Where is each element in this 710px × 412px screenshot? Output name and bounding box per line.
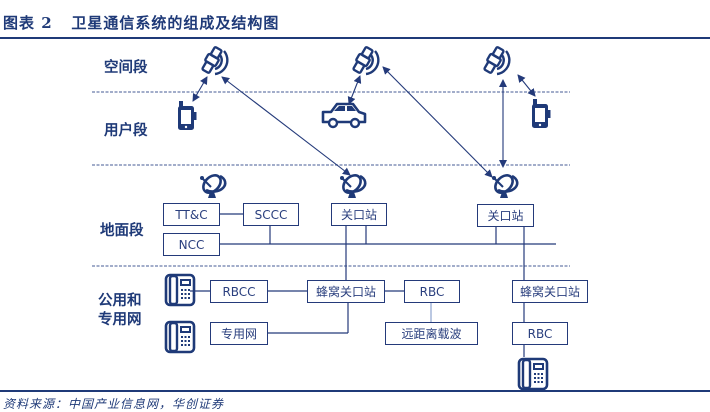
figure-title: 图表 2 卫星通信系统的组成及结构图: [3, 14, 280, 32]
handheld-terminal-icon: [178, 101, 197, 130]
link-satellite-gateway-2: [382, 66, 493, 178]
satellite-dish-icon: [490, 170, 519, 200]
segment-label-line: 公用和: [98, 293, 142, 309]
node-cellular-gateway-2: 蜂窝关口站: [512, 280, 588, 303]
figure-source: 资料来源：中国产业信息网，华创证券: [3, 397, 225, 411]
node-gateway-2: 关口站: [477, 204, 534, 227]
segment-label-space: 空间段: [104, 60, 148, 76]
link-car-satellite: [347, 75, 362, 105]
node-private-network: 专用网: [210, 322, 268, 345]
link-handset-satellite: [192, 76, 208, 102]
node-rbcc: RBCC: [210, 280, 268, 303]
segment-label-user: 用户段: [104, 123, 148, 139]
link-satellite-handset: [517, 74, 536, 97]
node-ncc: NCC: [163, 233, 220, 256]
node-rbc-1: RBC: [404, 280, 460, 303]
segment-label-line: 专用网: [98, 312, 142, 328]
segment-label-public-private-network: 公用和 专用网: [98, 292, 142, 330]
satellite-icon: [481, 44, 511, 76]
satellite-icon: [350, 44, 380, 76]
telephone-icon: [517, 357, 549, 391]
node-ttc: TT&C: [163, 203, 220, 226]
telephone-icon: [164, 273, 196, 307]
telephone-icon: [164, 320, 196, 354]
node-sccc: SCCC: [243, 203, 299, 226]
segment-label-ground: 地面段: [100, 223, 144, 239]
satellite-dish-icon: [338, 170, 367, 200]
node-gateway-1: 关口站: [331, 203, 387, 226]
satellite-dish-icon: [198, 170, 227, 200]
handheld-terminal-icon: [532, 99, 551, 128]
bottom-rule: [0, 390, 710, 392]
node-cellular-gateway-1: 蜂窝关口站: [307, 280, 385, 303]
link-satellite-gateway-1: [221, 76, 351, 176]
top-rule: [0, 37, 710, 39]
node-long-distance-carrier: 远距离载波: [385, 322, 478, 345]
node-rbc-2: RBC: [512, 322, 568, 345]
vehicle-icon: [321, 102, 367, 129]
satellite-icon: [199, 44, 229, 76]
